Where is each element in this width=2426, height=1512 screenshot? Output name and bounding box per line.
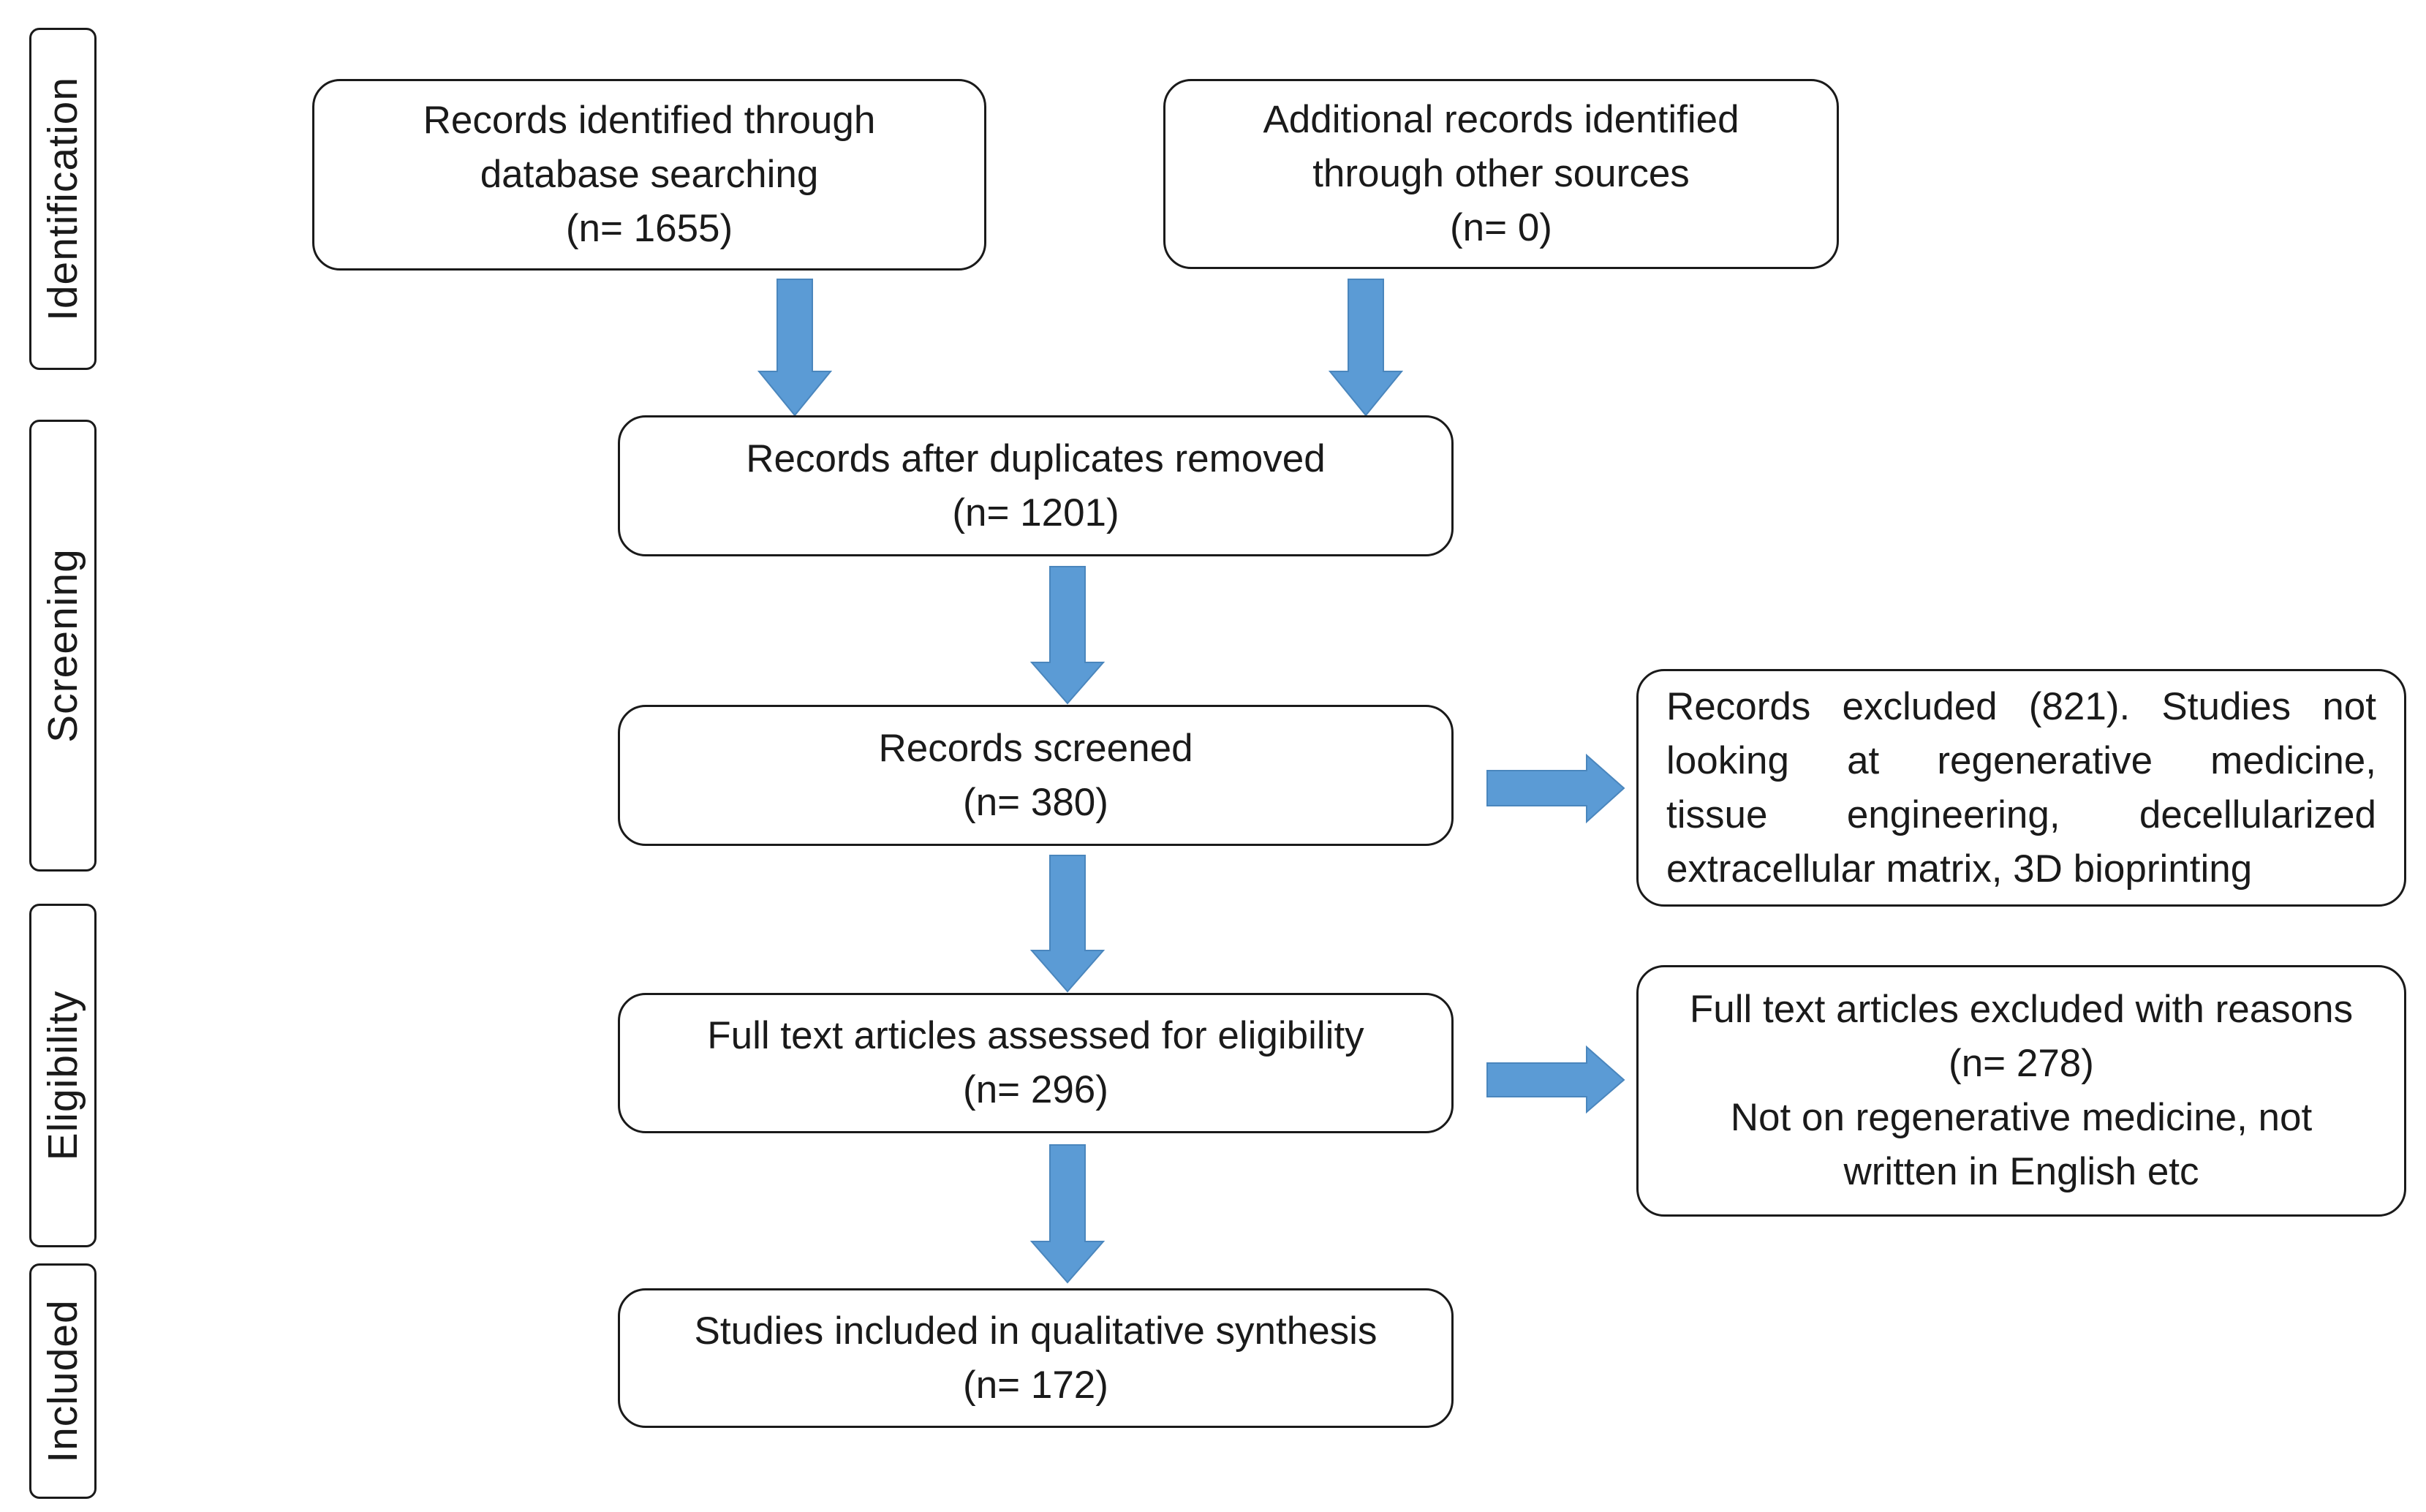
box-line: (n= 1655) [565, 207, 733, 250]
box-line: (n= 172) [963, 1363, 1108, 1407]
box-line: Records identified through [423, 99, 876, 142]
arrow-other-to-duplicates [1328, 279, 1404, 417]
arrow-screened-to-excluded [1486, 753, 1625, 824]
box-line: looking at regenerative medicine, [1666, 738, 2376, 782]
duplicates-removed-box: Records after duplicates removed (n= 120… [618, 415, 1454, 556]
box-line: Additional records identified [1263, 98, 1739, 141]
box-line: (n= 0) [1450, 206, 1552, 249]
additional-records-box: Additional records identified through ot… [1163, 79, 1839, 269]
arrow-assessed-to-included [1029, 1144, 1106, 1284]
stage-eligibility: Eligibility [29, 904, 97, 1247]
studies-included-box: Studies included in qualitative synthesi… [618, 1288, 1454, 1428]
box-line: Studies included in qualitative synthesi… [694, 1309, 1378, 1353]
box-line: (n= 1201) [952, 491, 1119, 534]
stage-screening: Screening [29, 420, 97, 872]
full-text-excluded-box: Full text articles excluded with reasons… [1636, 965, 2406, 1217]
box-line: (n= 296) [963, 1068, 1108, 1111]
box-line: (n= 278) [1949, 1042, 2094, 1085]
full-text-assessed-box: Full text articles assessed for eligibil… [618, 993, 1454, 1133]
box-line: through other sources [1312, 152, 1690, 195]
stage-identification: Identification [29, 28, 97, 370]
stage-included: Included [29, 1263, 97, 1499]
box-line: Full text articles assessed for eligibil… [707, 1014, 1364, 1057]
box-line: Records excluded (821). Studies not [1666, 684, 2376, 728]
box-line: Records screened [878, 726, 1193, 770]
arrow-screened-to-assessed [1029, 855, 1106, 993]
records-identified-database-box: Records identified through database sear… [312, 79, 986, 271]
box-line: Records after duplicates removed [746, 436, 1326, 480]
arrow-duplicates-to-screened [1029, 566, 1106, 705]
box-line: extracellular matrix, 3D bioprinting [1666, 847, 2253, 891]
box-line: (n= 380) [963, 780, 1108, 824]
box-line: Not on regenerative medicine, not [1730, 1096, 2313, 1139]
arrow-assessed-to-excluded [1486, 1045, 1625, 1114]
box-line: database searching [480, 153, 819, 196]
box-line: written in English etc [1843, 1150, 2199, 1193]
box-line: tissue engineering, decellularized [1666, 793, 2376, 836]
box-line: Full text articles excluded with reasons [1689, 988, 2354, 1031]
records-screened-box: Records screened (n= 380) [618, 705, 1454, 846]
records-excluded-box: Records excluded (821). Studies not look… [1636, 669, 2406, 907]
arrow-database-to-duplicates [757, 279, 833, 417]
